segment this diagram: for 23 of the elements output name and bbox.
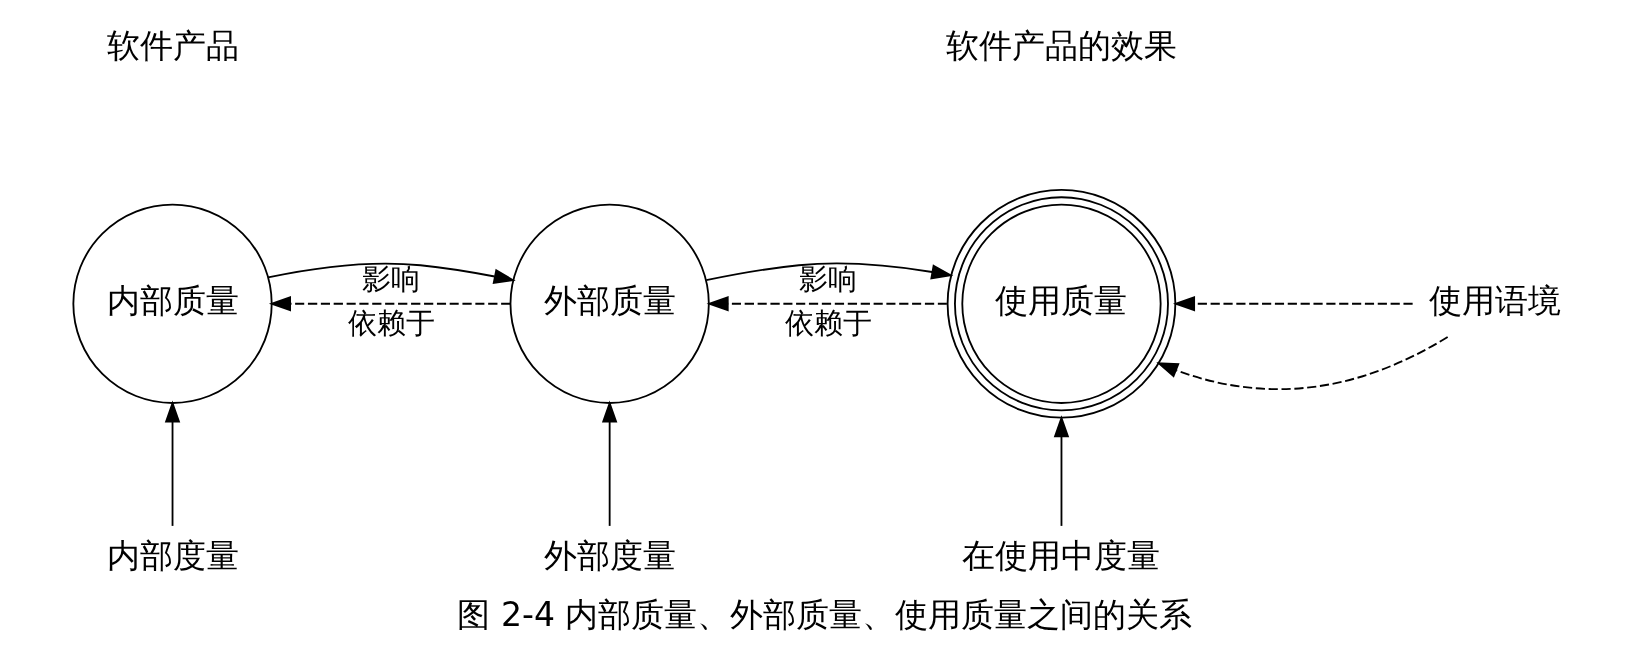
arrow xyxy=(705,262,954,282)
node-text: 使用语境 xyxy=(1428,280,1561,320)
node-circle: 使用质量 xyxy=(946,189,1177,419)
label: 软件产品 xyxy=(106,25,239,65)
arrow xyxy=(1156,336,1449,390)
arrow xyxy=(164,400,181,527)
arrow xyxy=(1053,415,1070,527)
arrow xyxy=(1173,296,1414,312)
arrow xyxy=(601,400,618,527)
edge-label: 依赖于 xyxy=(784,305,872,340)
node-text: 外部度量 xyxy=(543,536,676,576)
edge-label: 依赖于 xyxy=(347,305,435,340)
node-circle: 内部质量 xyxy=(72,203,273,404)
node-text: 内部度量 xyxy=(106,536,239,576)
edge-label: 影响 xyxy=(799,261,858,296)
edge-label: 影响 xyxy=(362,261,421,296)
node-circle: 外部质量 xyxy=(509,203,710,404)
arrow xyxy=(267,262,516,284)
arrow xyxy=(706,296,948,312)
arrow xyxy=(268,296,512,312)
node-text: 在使用中度量 xyxy=(962,536,1161,576)
label: 软件产品的效果 xyxy=(945,25,1177,65)
caption: 图 2-4 内部质量、外部质量、使用质量之间的关系 xyxy=(457,594,1193,634)
